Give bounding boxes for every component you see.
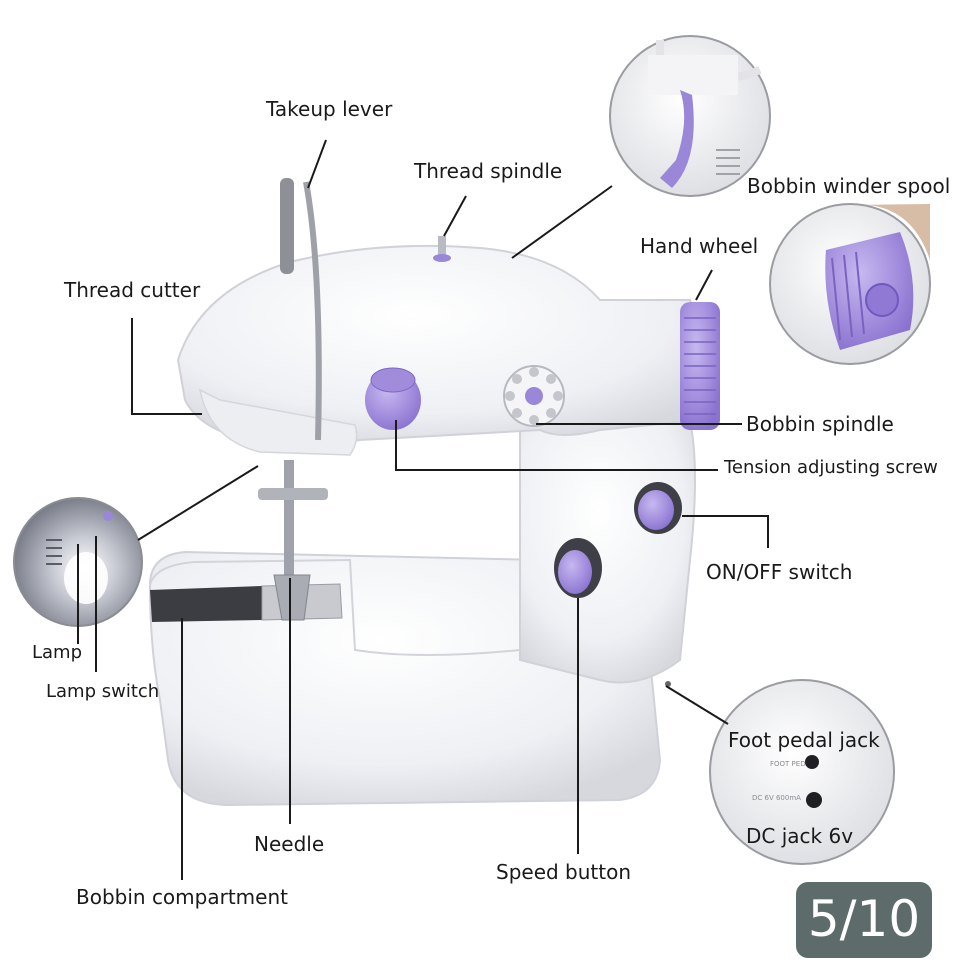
svg-text:DC 6V 600mA: DC 6V 600mA [752,794,801,802]
label-hand-wheel: Hand wheel [640,236,758,256]
label-speed-button: Speed button [496,862,631,882]
label-needle: Needle [254,834,324,854]
label-foot-pedal-jack: Foot pedal jack [728,730,880,750]
label-takeup-lever: Takeup lever [266,99,392,119]
label-bobbin-winder-spool: Bobbin winder spool [747,176,950,196]
inset-bobbin-winder [610,36,770,196]
label-tension-adjusting-screw: Tension adjusting screw [724,459,938,477]
machine-body [150,178,720,805]
label-dc-jack: DC jack 6v [746,826,853,846]
label-bobbin-spindle: Bobbin spindle [746,414,894,434]
image-counter-badge: 5/10 [796,882,932,958]
inset-hand-wheel [770,204,930,364]
label-lamp-switch: Lamp switch [46,683,159,701]
label-thread-spindle: Thread spindle [414,161,562,181]
label-thread-cutter: Thread cutter [64,280,200,300]
label-on-off-switch: ON/OFF switch [706,562,852,582]
label-lamp: Lamp [32,644,82,662]
label-bobbin-compartment: Bobbin compartment [76,887,288,907]
